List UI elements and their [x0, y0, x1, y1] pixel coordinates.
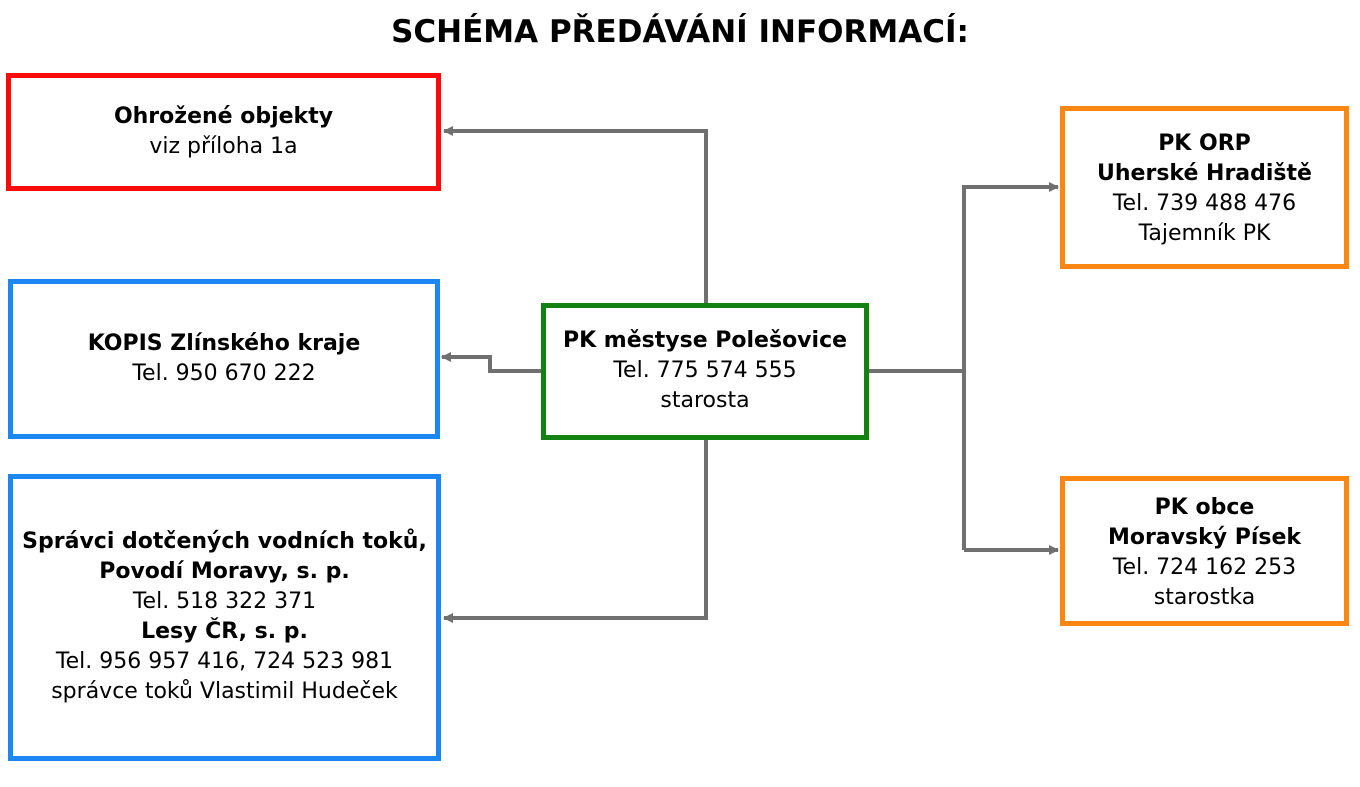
arrow-to-water	[443, 440, 708, 623]
orp-title: PK ORP	[1158, 131, 1251, 156]
obec-city: Moravský Písek	[1107, 525, 1302, 550]
threatened-objects-detail: viz příloha 1a	[149, 134, 298, 159]
kopis-title: KOPIS Zlínského kraje	[87, 331, 361, 356]
povodi-moravy-name: Povodí Moravy, s. p.	[99, 559, 350, 584]
orp-role: Tajemník PK	[1138, 221, 1271, 246]
arrow-to-threatened	[443, 126, 708, 303]
povodi-moravy-phone: Tel. 518 322 371	[132, 589, 317, 614]
lesy-cr-name: Lesy ČR, s. p.	[141, 619, 308, 644]
center-pk-title: PK městyse Polešovice	[562, 328, 848, 353]
obec-phone: Tel. 724 162 253	[1112, 555, 1297, 580]
arrow-to-kopis	[441, 352, 541, 373]
orp-phone: Tel. 739 488 476	[1112, 191, 1297, 216]
lesy-cr-phone: Tel. 956 957 416, 724 523 981	[55, 649, 394, 674]
threatened-objects-title: Ohrožené objekty	[113, 104, 334, 129]
water-managers-box: Správci dotčených vodních toků, Povodí M…	[8, 474, 441, 761]
diagram-title: SCHÉMA PŘEDÁVÁNÍ INFORMACÍ:	[391, 14, 969, 50]
center-pk-box: PK městyse Polešovice Tel. 775 574 555 s…	[541, 303, 869, 440]
threatened-objects-box: Ohrožené objekty viz příloha 1a	[6, 73, 441, 191]
obec-title: PK obce	[1154, 495, 1255, 520]
orp-city: Uherské Hradiště	[1097, 161, 1312, 186]
kopis-phone: Tel. 950 670 222	[132, 361, 316, 386]
center-pk-phone: Tel. 775 574 555	[613, 358, 797, 383]
water-managers-title: Správci dotčených vodních toků,	[22, 529, 427, 554]
kopis-box: KOPIS Zlínského kraje Tel. 950 670 222	[8, 279, 440, 439]
orp-box: PK ORP Uherské Hradiště Tel. 739 488 476…	[1060, 106, 1349, 269]
lesy-cr-contact: správce toků Vlastimil Hudeček	[51, 679, 398, 704]
center-pk-role: starosta	[660, 388, 750, 413]
arrow-to-orp	[962, 182, 1059, 550]
obec-box: PK obce Moravský Písek Tel. 724 162 253 …	[1060, 476, 1349, 626]
obec-role: starostka	[1153, 585, 1256, 610]
